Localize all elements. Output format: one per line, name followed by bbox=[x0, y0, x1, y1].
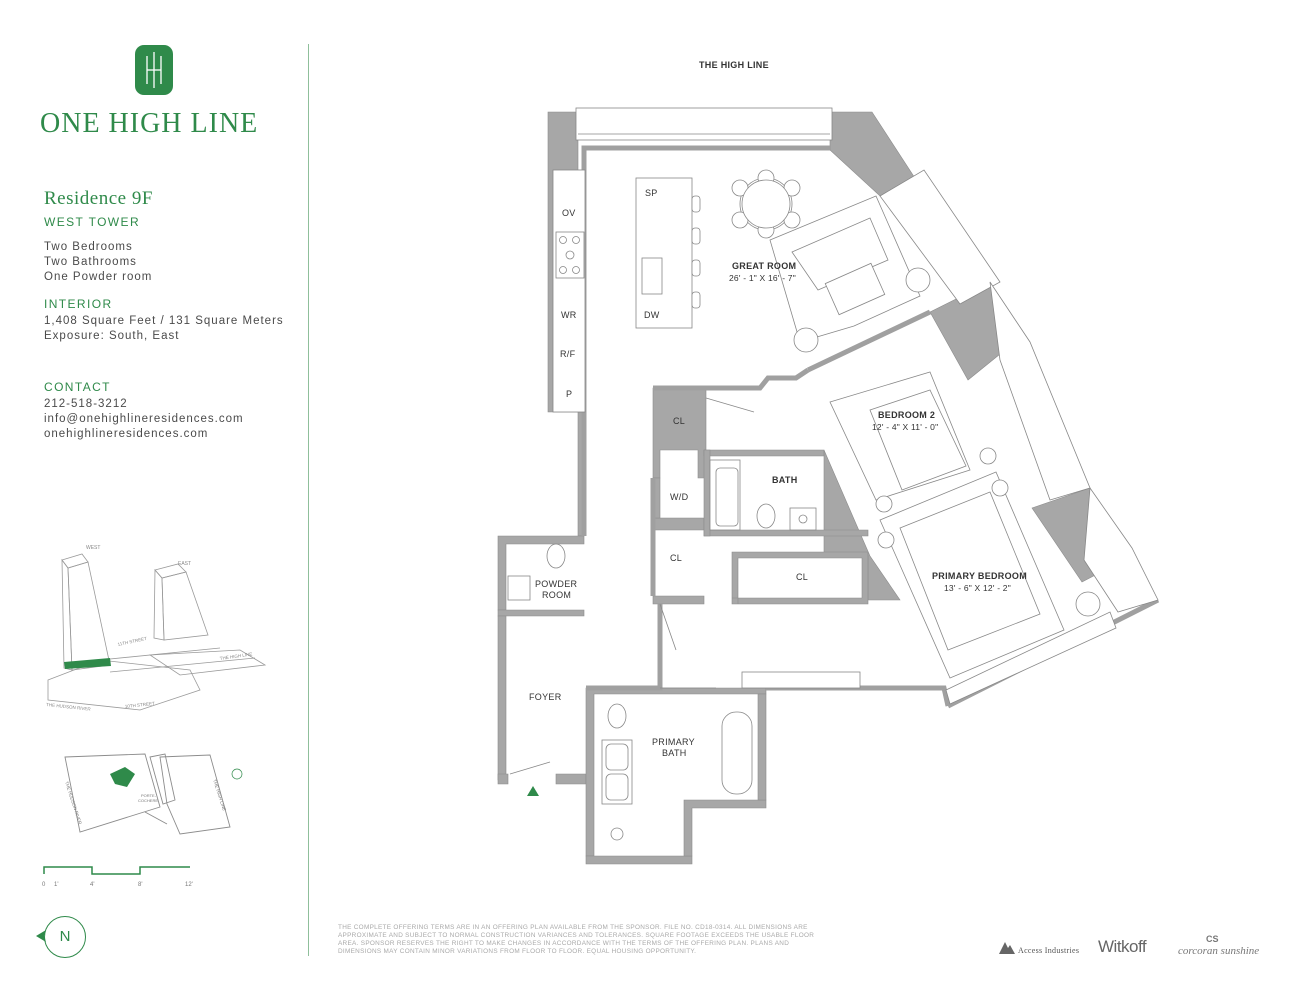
partner-witkoff: Witkoff bbox=[1098, 937, 1147, 956]
label-river-axo: THE HUDSON RIVER bbox=[46, 702, 92, 712]
rooms-powder: One Powder room bbox=[44, 271, 153, 283]
street-label: THE HIGH LINE bbox=[699, 60, 769, 70]
label-sink: SP bbox=[645, 188, 658, 198]
north-arrow-icon bbox=[36, 930, 46, 942]
label-east: EAST bbox=[178, 561, 191, 567]
site-map: THE HUDSON RIVER THE HIGH LINE PORTE- CO… bbox=[64, 753, 243, 835]
foyer-label: FOYER bbox=[529, 692, 562, 702]
label-high-line-axo: THE HIGH LINE bbox=[219, 651, 252, 661]
access-industries-logo-icon bbox=[999, 942, 1015, 954]
scale-label-4: 12' bbox=[185, 882, 193, 888]
label-high-line-map: THE HIGH LINE bbox=[212, 779, 227, 812]
partner-corcoran-monogram: CS bbox=[1206, 934, 1219, 944]
label-fridge: R/F bbox=[560, 349, 576, 359]
label-river-map: THE HUDSON RIVER bbox=[64, 781, 83, 826]
contact-phone[interactable]: 212-518-3212 bbox=[44, 398, 128, 410]
primary-bath-label-1: PRIMARY bbox=[652, 737, 695, 747]
closet-label-2: CL bbox=[670, 553, 683, 563]
label-oven: OV bbox=[562, 208, 576, 218]
partner-corcoran-sunshine: corcoran sunshine bbox=[1178, 945, 1260, 957]
entrance-marker-icon bbox=[527, 786, 539, 796]
scale-label-1: 1' bbox=[54, 882, 58, 888]
building-axonometric: WEST EAST 11TH STREET THE HIGH LINE THE … bbox=[46, 545, 267, 712]
bedroom2-label: BEDROOM 2 bbox=[878, 410, 936, 420]
label-west: WEST bbox=[86, 545, 100, 551]
site-compass-icon bbox=[231, 768, 243, 780]
tower-label: WEST TOWER bbox=[44, 215, 141, 229]
label-10th-street: 10TH STREET bbox=[125, 701, 156, 709]
great-room-label: GREAT ROOM bbox=[732, 261, 797, 271]
sidebar: ONE HIGH LINE Residence 9F WEST TOWER Tw… bbox=[0, 0, 310, 1000]
primary-bedroom-dims: 13' - 6" X 12' - 2" bbox=[944, 583, 1011, 593]
great-room-dims: 26' - 1" X 16' - 7" bbox=[729, 273, 796, 283]
closet-label-3: CL bbox=[796, 572, 809, 582]
contact-email[interactable]: info@onehighlineresidences.com bbox=[44, 413, 244, 425]
closet-label-1: CL bbox=[673, 416, 686, 426]
brand-name: ONE HIGH LINE bbox=[40, 108, 259, 139]
logo-badge-icon bbox=[135, 45, 173, 95]
floor-plan bbox=[497, 107, 1160, 865]
legal-disclaimer: THE COMPLETE OFFERING TERMS ARE IN AN OF… bbox=[338, 924, 815, 955]
label-wine-rack: WR bbox=[561, 310, 577, 320]
bath-label: BATH bbox=[772, 475, 798, 485]
interior-heading: INTERIOR bbox=[44, 297, 113, 311]
contact-heading: CONTACT bbox=[44, 380, 111, 394]
primary-bedroom-label: PRIMARY BEDROOM bbox=[932, 571, 1028, 581]
scale-label-0: 0 bbox=[42, 882, 46, 888]
rooms-bathrooms: Two Bathrooms bbox=[44, 256, 137, 268]
label-pantry: P bbox=[566, 389, 573, 399]
label-11th-street: 11TH STREET bbox=[117, 636, 147, 647]
scale-bar: 0 1' 4' 8' 12' bbox=[42, 866, 193, 888]
interior-exposure: Exposure: South, East bbox=[44, 330, 180, 342]
primary-bath-label-2: BATH bbox=[662, 748, 687, 758]
bedroom2-dims: 12' - 4" X 11' - 0" bbox=[872, 422, 939, 432]
washer-dryer-label: W/D bbox=[670, 492, 689, 502]
interior-area: 1,408 Square Feet / 131 Square Meters bbox=[44, 315, 284, 327]
scale-label-3: 8' bbox=[138, 882, 142, 888]
sidebar-divider bbox=[308, 44, 309, 956]
label-porte-1: PORTE- bbox=[141, 793, 157, 798]
residence-title: Residence 9F bbox=[44, 188, 153, 209]
scale-label-2: 4' bbox=[90, 882, 94, 888]
partner-access-industries: Access Industries bbox=[1018, 946, 1080, 955]
north-compass-icon: N bbox=[44, 916, 86, 958]
rooms-bedrooms: Two Bedrooms bbox=[44, 241, 133, 253]
label-porte-2: COCHERE bbox=[138, 798, 158, 803]
powder-room-label-1: POWDER bbox=[535, 579, 578, 589]
contact-website[interactable]: onehighlineresidences.com bbox=[44, 428, 209, 440]
powder-room-label-2: ROOM bbox=[542, 590, 572, 600]
label-dishwasher: DW bbox=[644, 310, 660, 320]
